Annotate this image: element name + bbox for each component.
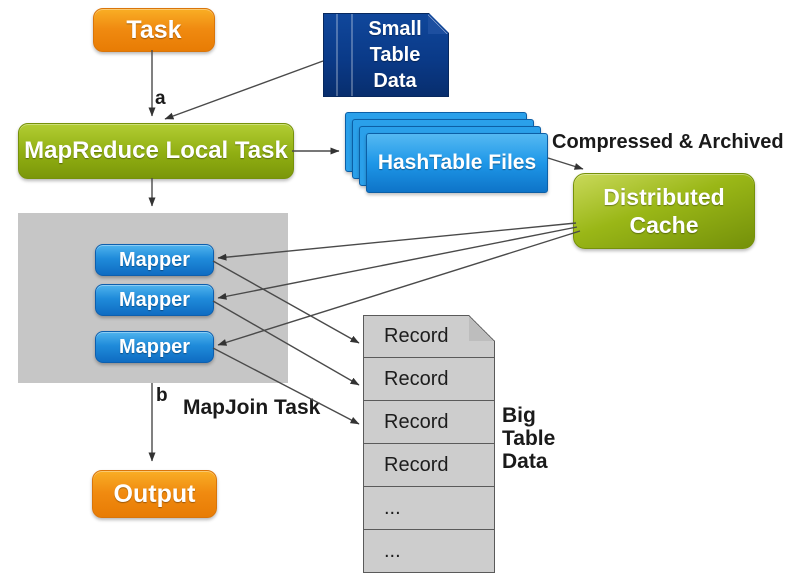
mapper-node-3: Mapper	[95, 331, 214, 363]
record-row: Record	[363, 401, 495, 444]
record-label: ...	[384, 496, 401, 519]
edge-label-a: a	[155, 88, 166, 109]
distributed-cache-line: Cache	[629, 212, 699, 238]
big-table-data-label: Big Table Data	[502, 404, 555, 473]
folded-corner	[428, 14, 448, 34]
page-stripe	[351, 14, 353, 96]
small-table-data-line: Table	[369, 44, 421, 66]
output-label: Output	[113, 479, 196, 508]
mapper-node-2: Mapper	[95, 284, 214, 316]
record-row: ...	[363, 530, 495, 573]
small-table-data-node: Small Table Data	[323, 13, 449, 97]
mapper-label: Mapper	[118, 288, 191, 311]
record-row: Record	[363, 358, 495, 401]
big-table-data-line: Table	[502, 427, 556, 450]
record-row: Record	[363, 444, 495, 487]
distributed-cache-line: Distributed	[603, 184, 725, 210]
mapper-label: Mapper	[118, 248, 191, 271]
record-label: ...	[384, 539, 401, 562]
hashtable-files-node: HashTable Files	[366, 133, 548, 193]
task-label: Task	[126, 15, 182, 44]
big-table-data-line: Big	[502, 404, 536, 427]
compressed-archived-label: Compressed & Archived	[552, 131, 784, 153]
edge-label-b: b	[156, 385, 168, 406]
page-stripe	[336, 14, 338, 96]
big-table-data-line: Data	[502, 450, 548, 473]
big-table-record-list: Record Record Record Record ... ...	[363, 315, 495, 573]
mapreduce-local-task-node: MapReduce Local Task	[18, 123, 294, 179]
distributed-cache-node: Distributed Cache	[573, 173, 755, 249]
arrow-small-table-to-local-task	[164, 60, 324, 120]
task-node: Task	[93, 8, 215, 52]
mapper-label: Mapper	[118, 335, 191, 358]
arrow-hashtable-to-cache	[547, 157, 584, 170]
record-label: Record	[384, 367, 449, 390]
hashtable-files-label: HashTable Files	[377, 151, 537, 174]
mapjoin-task-label: MapJoin Task	[183, 396, 321, 419]
mapreduce-local-task-label: MapReduce Local Task	[24, 137, 288, 164]
record-label: Record	[384, 325, 449, 347]
small-table-data-line: Data	[373, 70, 417, 92]
output-node: Output	[92, 470, 217, 518]
folded-corner	[469, 315, 495, 341]
record-label: Record	[384, 410, 449, 433]
mapper-node-1: Mapper	[95, 244, 214, 276]
record-label: Record	[384, 453, 449, 476]
small-table-data-line: Small	[368, 18, 422, 40]
record-row: ...	[363, 487, 495, 530]
